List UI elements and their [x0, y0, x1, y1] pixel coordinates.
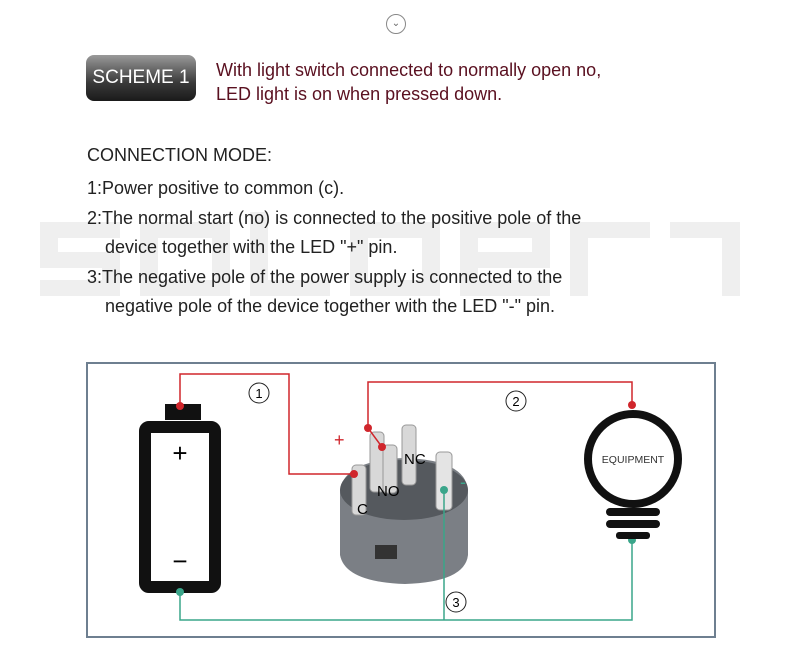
step-2: 2:The normal start (no) is connected to …	[87, 208, 582, 228]
step-3: 3:The negative pole of the power supply …	[87, 267, 563, 287]
battery-plus-label: +	[172, 438, 187, 468]
battery-icon	[139, 421, 221, 593]
subtitle-line-1: With light switch connected to normally …	[216, 60, 602, 80]
diagram-frame	[86, 362, 716, 638]
marker-2: 2	[505, 390, 527, 412]
wire-1	[179, 373, 354, 475]
marker-1: 1	[248, 382, 270, 404]
positive-junction-dots	[176, 401, 636, 478]
scheme-badge: SCHEME 1	[86, 55, 196, 101]
chevron-down-icon[interactable]: ⌄	[386, 14, 406, 34]
step-3-cont: negative pole of the device together wit…	[105, 296, 556, 316]
step-1: 1:Power positive to common (c).	[87, 178, 345, 198]
equipment-label: EQUIPMENT	[602, 454, 665, 466]
subtitle-line-2: LED light is on when pressed down.	[216, 84, 503, 104]
pin-nc-label: NC	[404, 451, 426, 468]
marker-3: 3	[445, 591, 467, 613]
svg-text:2: 2	[512, 394, 519, 409]
pin-c-label: C	[357, 501, 368, 518]
step-2-cont: device together with the LED "+" pin.	[105, 237, 398, 257]
pin-no-label: NO	[377, 483, 400, 500]
wire-2	[367, 381, 633, 448]
watermark-logo	[40, 212, 740, 296]
svg-text:3: 3	[452, 595, 459, 610]
connection-heading: CONNECTION MODE:	[87, 145, 273, 165]
battery-minus-label: −	[172, 546, 187, 576]
svg-text:1: 1	[255, 386, 262, 401]
switch-icon	[340, 424, 468, 584]
battery-terminal	[165, 404, 201, 420]
wire-3	[179, 540, 633, 621]
equipment-bulb-icon	[584, 410, 682, 539]
pin-minus-label: -	[460, 472, 466, 492]
pin-plus-label: +	[334, 430, 345, 450]
